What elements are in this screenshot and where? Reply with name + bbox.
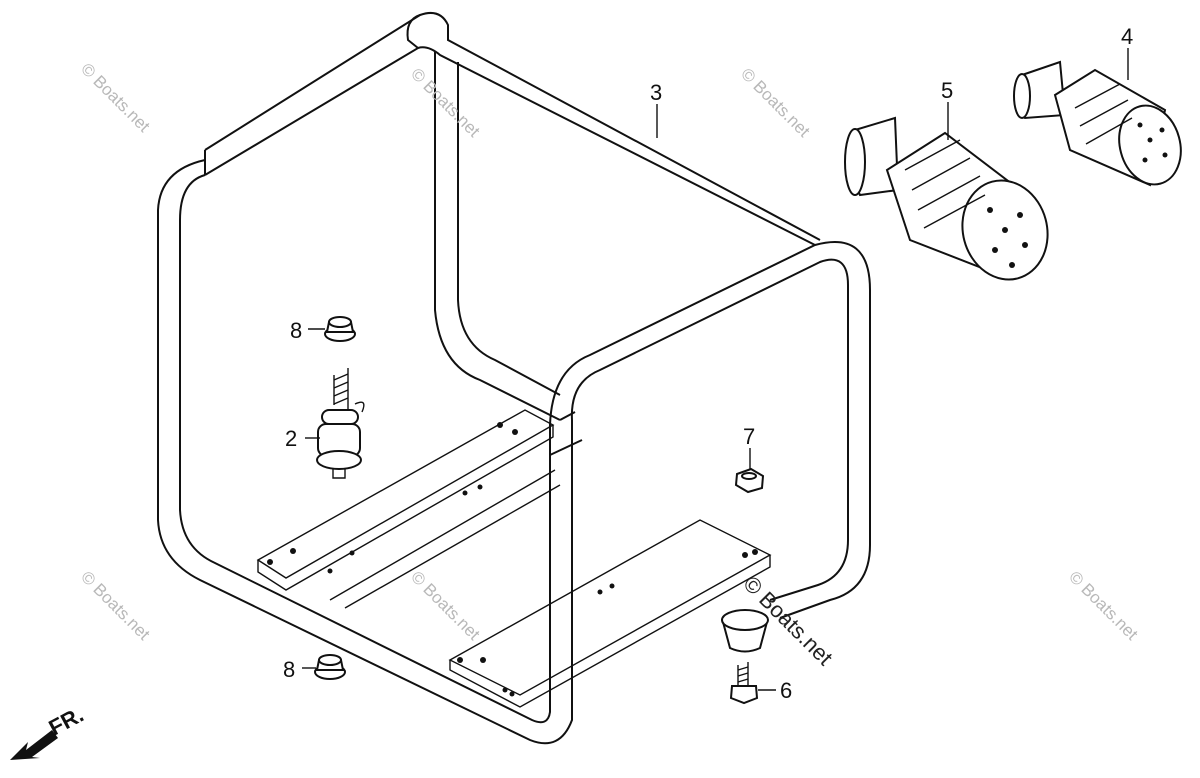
watermark-text: © Boats.net — [737, 64, 814, 141]
cross-rail-edge — [344, 484, 561, 609]
front-direction-arrow — [10, 730, 58, 760]
flange-nut-lower[interactable] — [314, 654, 346, 680]
callout-strainer-large: 5 — [941, 78, 953, 103]
base-plate-rear[interactable] — [256, 409, 555, 591]
cross-rail — [329, 469, 556, 601]
callout-hex-nut: 7 — [743, 424, 755, 449]
watermark-text: © Boats.net — [77, 59, 154, 136]
watermark-text: © Boats.net — [407, 64, 484, 141]
hex-nut[interactable] — [734, 467, 765, 494]
callout-bolt: 6 — [780, 678, 792, 703]
strainer-large[interactable] — [844, 116, 1059, 289]
callout-frame: 3 — [650, 80, 662, 105]
bolt[interactable] — [729, 662, 759, 705]
rubber-cushion[interactable] — [721, 609, 769, 653]
callout-flange-nut-upper: 8 — [290, 318, 302, 343]
callout-strainer-small: 4 — [1121, 24, 1133, 49]
base-plate-front[interactable] — [448, 519, 772, 708]
callout-flange-nut-lower: 8 — [283, 657, 295, 682]
watermark-text: © Boats.net — [1065, 567, 1142, 644]
mount-rubber[interactable] — [316, 368, 365, 479]
strainer-small[interactable] — [1013, 60, 1189, 191]
watermark-text: © Boats.net — [407, 567, 484, 644]
flange-nut-upper[interactable] — [324, 316, 356, 342]
watermark-text: © Boats.net — [77, 567, 154, 644]
frame-pipe[interactable] — [157, 12, 871, 745]
leader-lines — [302, 48, 1129, 691]
callout-mount-rubber: 2 — [285, 426, 297, 451]
